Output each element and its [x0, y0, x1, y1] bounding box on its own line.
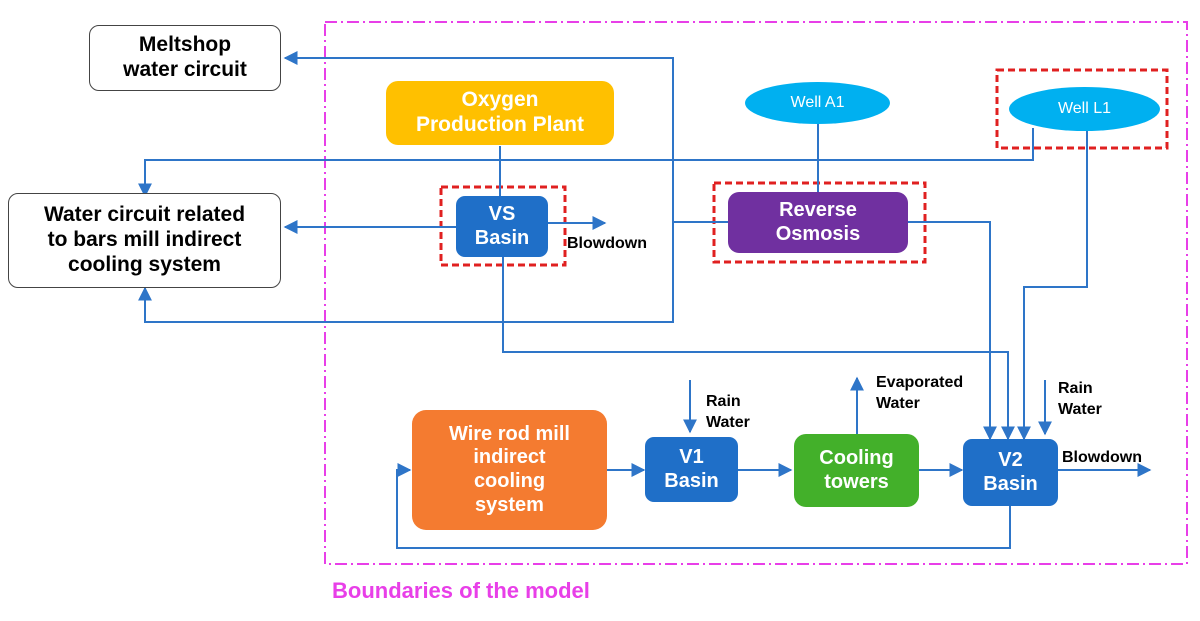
cooling-towers: Cooling towers — [794, 434, 919, 507]
rain-water-v2-label: Rain Water — [1058, 380, 1102, 418]
flow-vs-to-v2 — [502, 257, 1015, 441]
blowdown-vs-label: Blowdown — [567, 235, 647, 252]
vs-basin: VS Basin — [456, 196, 548, 257]
meltshop-water-circuit: Meltshop water circuit — [89, 25, 281, 91]
rain-water-v1-label: Rain Water — [706, 393, 750, 431]
flow-loop-to-meltshop — [138, 51, 674, 323]
oxygen-production-plant: Oxygen Production Plant — [386, 81, 614, 145]
well-a1: Well A1 — [745, 82, 890, 124]
evaporated-water-label: Evaporated Water — [876, 374, 964, 412]
v1-basin: V1 Basin — [645, 437, 738, 502]
well-l1-highlight — [995, 68, 1169, 150]
flow-v2-return — [396, 463, 1011, 549]
v2-basin: V2 Basin — [963, 439, 1058, 506]
boundaries-label: Boundaries of the model — [332, 578, 590, 603]
bars-mill-water-circuit: Water circuit related to bars mill indir… — [8, 193, 281, 288]
well-l1: Well L1 — [1009, 87, 1160, 131]
wire-rod-mill-cooling-system: Wire rod mill indirect cooling system — [412, 410, 607, 530]
reverse-osmosis: Reverse Osmosis — [728, 192, 908, 253]
flow-welll1-to-v2 — [1017, 128, 1088, 441]
model-boundary — [324, 21, 1188, 565]
blowdown-v2-label: Blowdown — [1062, 449, 1142, 466]
flow-ro-to-v2 — [908, 221, 997, 441]
